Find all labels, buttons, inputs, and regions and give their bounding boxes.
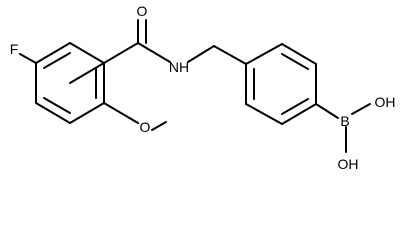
- carbonyl-group: [103, 19, 171, 64]
- hydroxyl-bottom-label: OH: [338, 156, 359, 172]
- boron-label: B: [340, 113, 349, 129]
- molecule-diagram: F O NH O B OH OH: [9, 3, 396, 172]
- methoxy-group: [103, 102, 167, 131]
- right-ring: [245, 43, 317, 125]
- amide-nh-label: NH: [169, 59, 189, 75]
- methylene-linker: [187, 45, 247, 65]
- carbonyl-oxygen-label: O: [137, 3, 148, 19]
- structure-drawing: F O NH O B OH OH: [10, 3, 396, 172]
- c-f-bond: [19, 53, 37, 64]
- fluorine-label: F: [10, 41, 19, 57]
- hydroxyl-top-label: OH: [375, 94, 396, 110]
- methoxy-oxygen-label: O: [140, 119, 151, 135]
- left-ring: [35, 42, 105, 124]
- boronic-acid-bonds: [315, 103, 371, 153]
